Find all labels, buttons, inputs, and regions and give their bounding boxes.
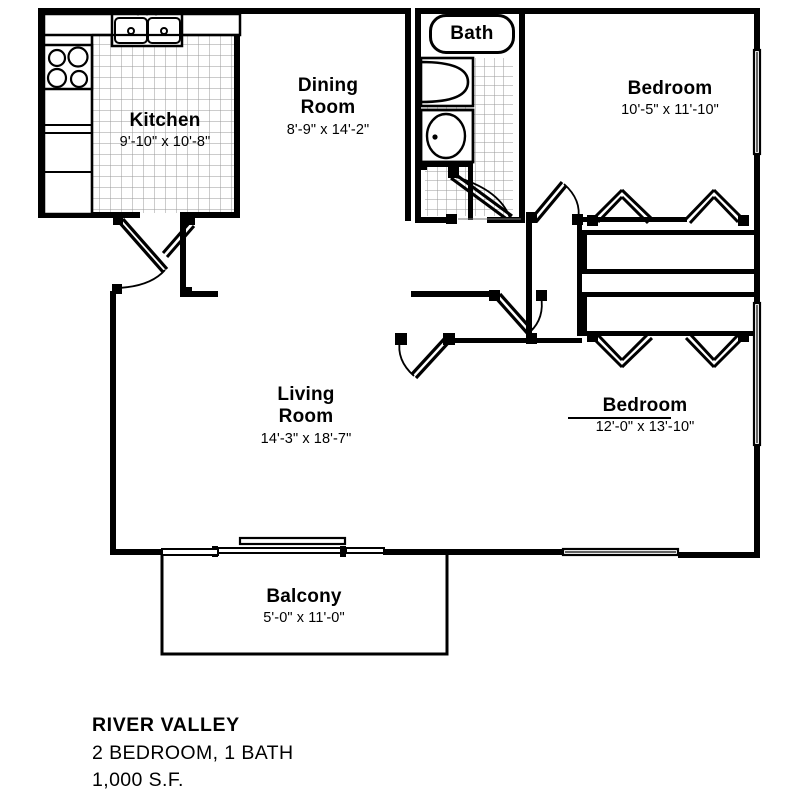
balcony-rail-lines (161, 548, 219, 556)
dining-room-dimensions: 8'-9" x 14'-2" (286, 121, 370, 138)
bath-door (446, 167, 521, 224)
closet-bifold-2 (684, 188, 749, 226)
bath-vanity (419, 108, 475, 164)
room-label-bedroom-2: Bedroom 12'-0" x 13'-10" (540, 395, 750, 436)
bath-fixtures (419, 56, 475, 220)
room-label-balcony: Balcony 5'-0" x 11'-0" (224, 586, 384, 627)
window-bedroom2-right (752, 301, 762, 447)
room-label-living-room: Living Room 14'-3" x 18'-7" (226, 384, 386, 448)
plan-name: RIVER VALLEY (92, 714, 240, 736)
kitchen-fixtures (42, 10, 242, 216)
doors (112, 167, 749, 380)
patio-slider (212, 536, 385, 557)
living-room-name-line1: Living (277, 384, 335, 405)
bedroom-2-name: Bedroom (602, 395, 688, 416)
living-room-name-line2: Room (278, 406, 334, 428)
bedroom-1-name: Bedroom (627, 78, 713, 99)
dining-room-name-line2: Room (300, 97, 356, 119)
windows (561, 48, 762, 557)
room-label-kitchen: Kitchen 9'-10" x 10'-8" (95, 110, 235, 151)
room-label-dining-room: Dining Room 8'-9" x 14'-2" (248, 75, 408, 139)
hall-door (489, 290, 547, 336)
closet-bifold-3 (587, 331, 654, 369)
bedroom2-door (526, 333, 537, 344)
window-bedroom2-bottom (561, 547, 680, 557)
dining-room-name-line1: Dining (297, 75, 359, 96)
coat-closet-door (161, 213, 196, 296)
balcony-dimensions: 5'-0" x 11'-0" (263, 610, 345, 627)
room-label-bedroom-1: Bedroom 10'-5" x 11'-10" (565, 78, 775, 119)
bedroom-2-name-underline (568, 417, 671, 419)
bedroom-2-dimensions: 12'-0" x 13'-10" (595, 419, 695, 436)
living-room-dimensions: 14'-3" x 18'-7" (260, 430, 352, 447)
plan-configuration: 2 BEDROOM, 1 BATH (92, 741, 294, 764)
title-block: RIVER VALLEY 2 BEDROOM, 1 BATH 1,000 S.F… (92, 712, 512, 795)
balcony-name: Balcony (266, 586, 342, 607)
interior-walls (134, 180, 754, 343)
balcony-outline (160, 552, 449, 656)
kitchen-dimensions: 9'-10" x 10'-8" (119, 134, 211, 151)
closet-bifold-4 (684, 331, 749, 369)
bath-tub (419, 56, 475, 108)
closet-bifold-1 (587, 188, 654, 226)
kitchen-sink (110, 10, 184, 48)
plan-area: 1,000 S.F. (92, 769, 184, 792)
bedroom1-door (526, 180, 583, 225)
window-bedroom1-right (752, 48, 762, 156)
kitchen-name: Kitchen (129, 110, 201, 131)
bedroom-1-dimensions: 10'-5" x 11'-10" (621, 102, 719, 119)
living-hall-door (395, 333, 455, 380)
bath-name: Bath (450, 23, 494, 44)
entry-door (112, 213, 169, 294)
room-label-bath: Bath (429, 14, 515, 54)
